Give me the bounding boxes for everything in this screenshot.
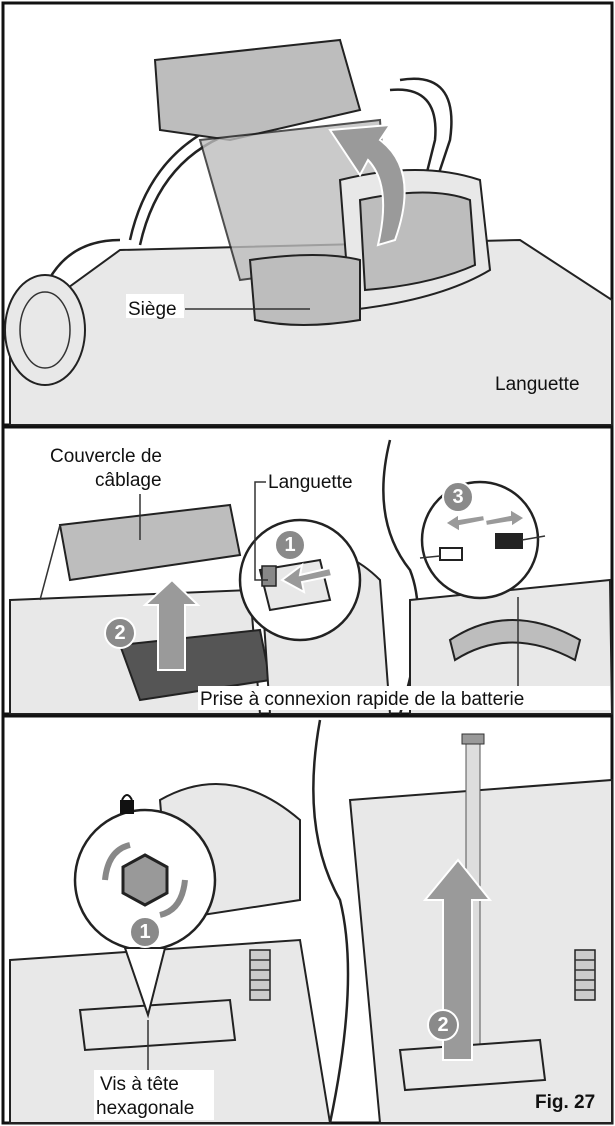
step-badge-2	[104, 617, 136, 649]
plug-male-icon	[439, 547, 463, 561]
hex-head-icon	[121, 853, 169, 907]
panel-seat-lift: Siège Languette	[1, 1, 614, 427]
label-tab-1: Languette	[495, 374, 580, 395]
bracket-left	[78, 998, 237, 1052]
step-badge-hex-2	[427, 1009, 459, 1041]
rops-bar-right	[399, 77, 453, 201]
label-wiring-cover-line2: câblage	[95, 470, 162, 491]
label-wiring-cover-line1: Couvercle de	[50, 446, 162, 467]
label-seat: Siège	[128, 299, 177, 320]
bracket-right	[398, 1038, 547, 1092]
step-label-1: 1	[284, 534, 295, 556]
lift-cover-arrow-icon	[142, 578, 201, 671]
plug-female-icon	[495, 533, 523, 549]
battery-cable	[448, 619, 582, 662]
step-label-hex-2: 2	[437, 1014, 448, 1036]
wiring-cover	[58, 503, 242, 582]
panel-hex-screw: 1 2 Vis à tête hexagonale Fig. 27	[1, 714, 614, 1125]
push-arrow-icon	[280, 562, 334, 594]
step-label-2: 2	[114, 622, 125, 644]
step-label-hex-1: 1	[139, 921, 150, 943]
wheel-icon	[4, 274, 86, 386]
seat-raised	[153, 38, 362, 142]
lock-icon	[120, 800, 134, 814]
label-hex-screw-line1: Vis à tête	[100, 1074, 179, 1095]
step-label-3: 3	[452, 486, 463, 508]
rotate-arrow-icon	[102, 842, 131, 881]
panel-3-divider	[312, 719, 350, 1124]
spring-icon-right	[574, 949, 596, 1001]
figure-label: Fig. 27	[535, 1092, 595, 1113]
mower-deck	[9, 238, 613, 426]
step-badge-3	[442, 481, 474, 513]
remove-screw-arrow-icon	[422, 858, 493, 1061]
step-badge-hex-1	[129, 916, 161, 948]
lift-arrow-icon	[328, 123, 406, 247]
spring-icon-left	[249, 949, 271, 1001]
step-badge-1	[274, 529, 306, 561]
panel-wiring-cover: 1 2 3 Couvercle de câblage Languette Pri…	[1, 425, 614, 716]
label-tab-2: Languette	[268, 472, 353, 493]
label-hex-screw-line2: hexagonale	[96, 1098, 194, 1119]
seat-cushion	[248, 254, 361, 326]
label-battery-plug: Prise à connexion rapide de la batterie	[200, 689, 524, 710]
